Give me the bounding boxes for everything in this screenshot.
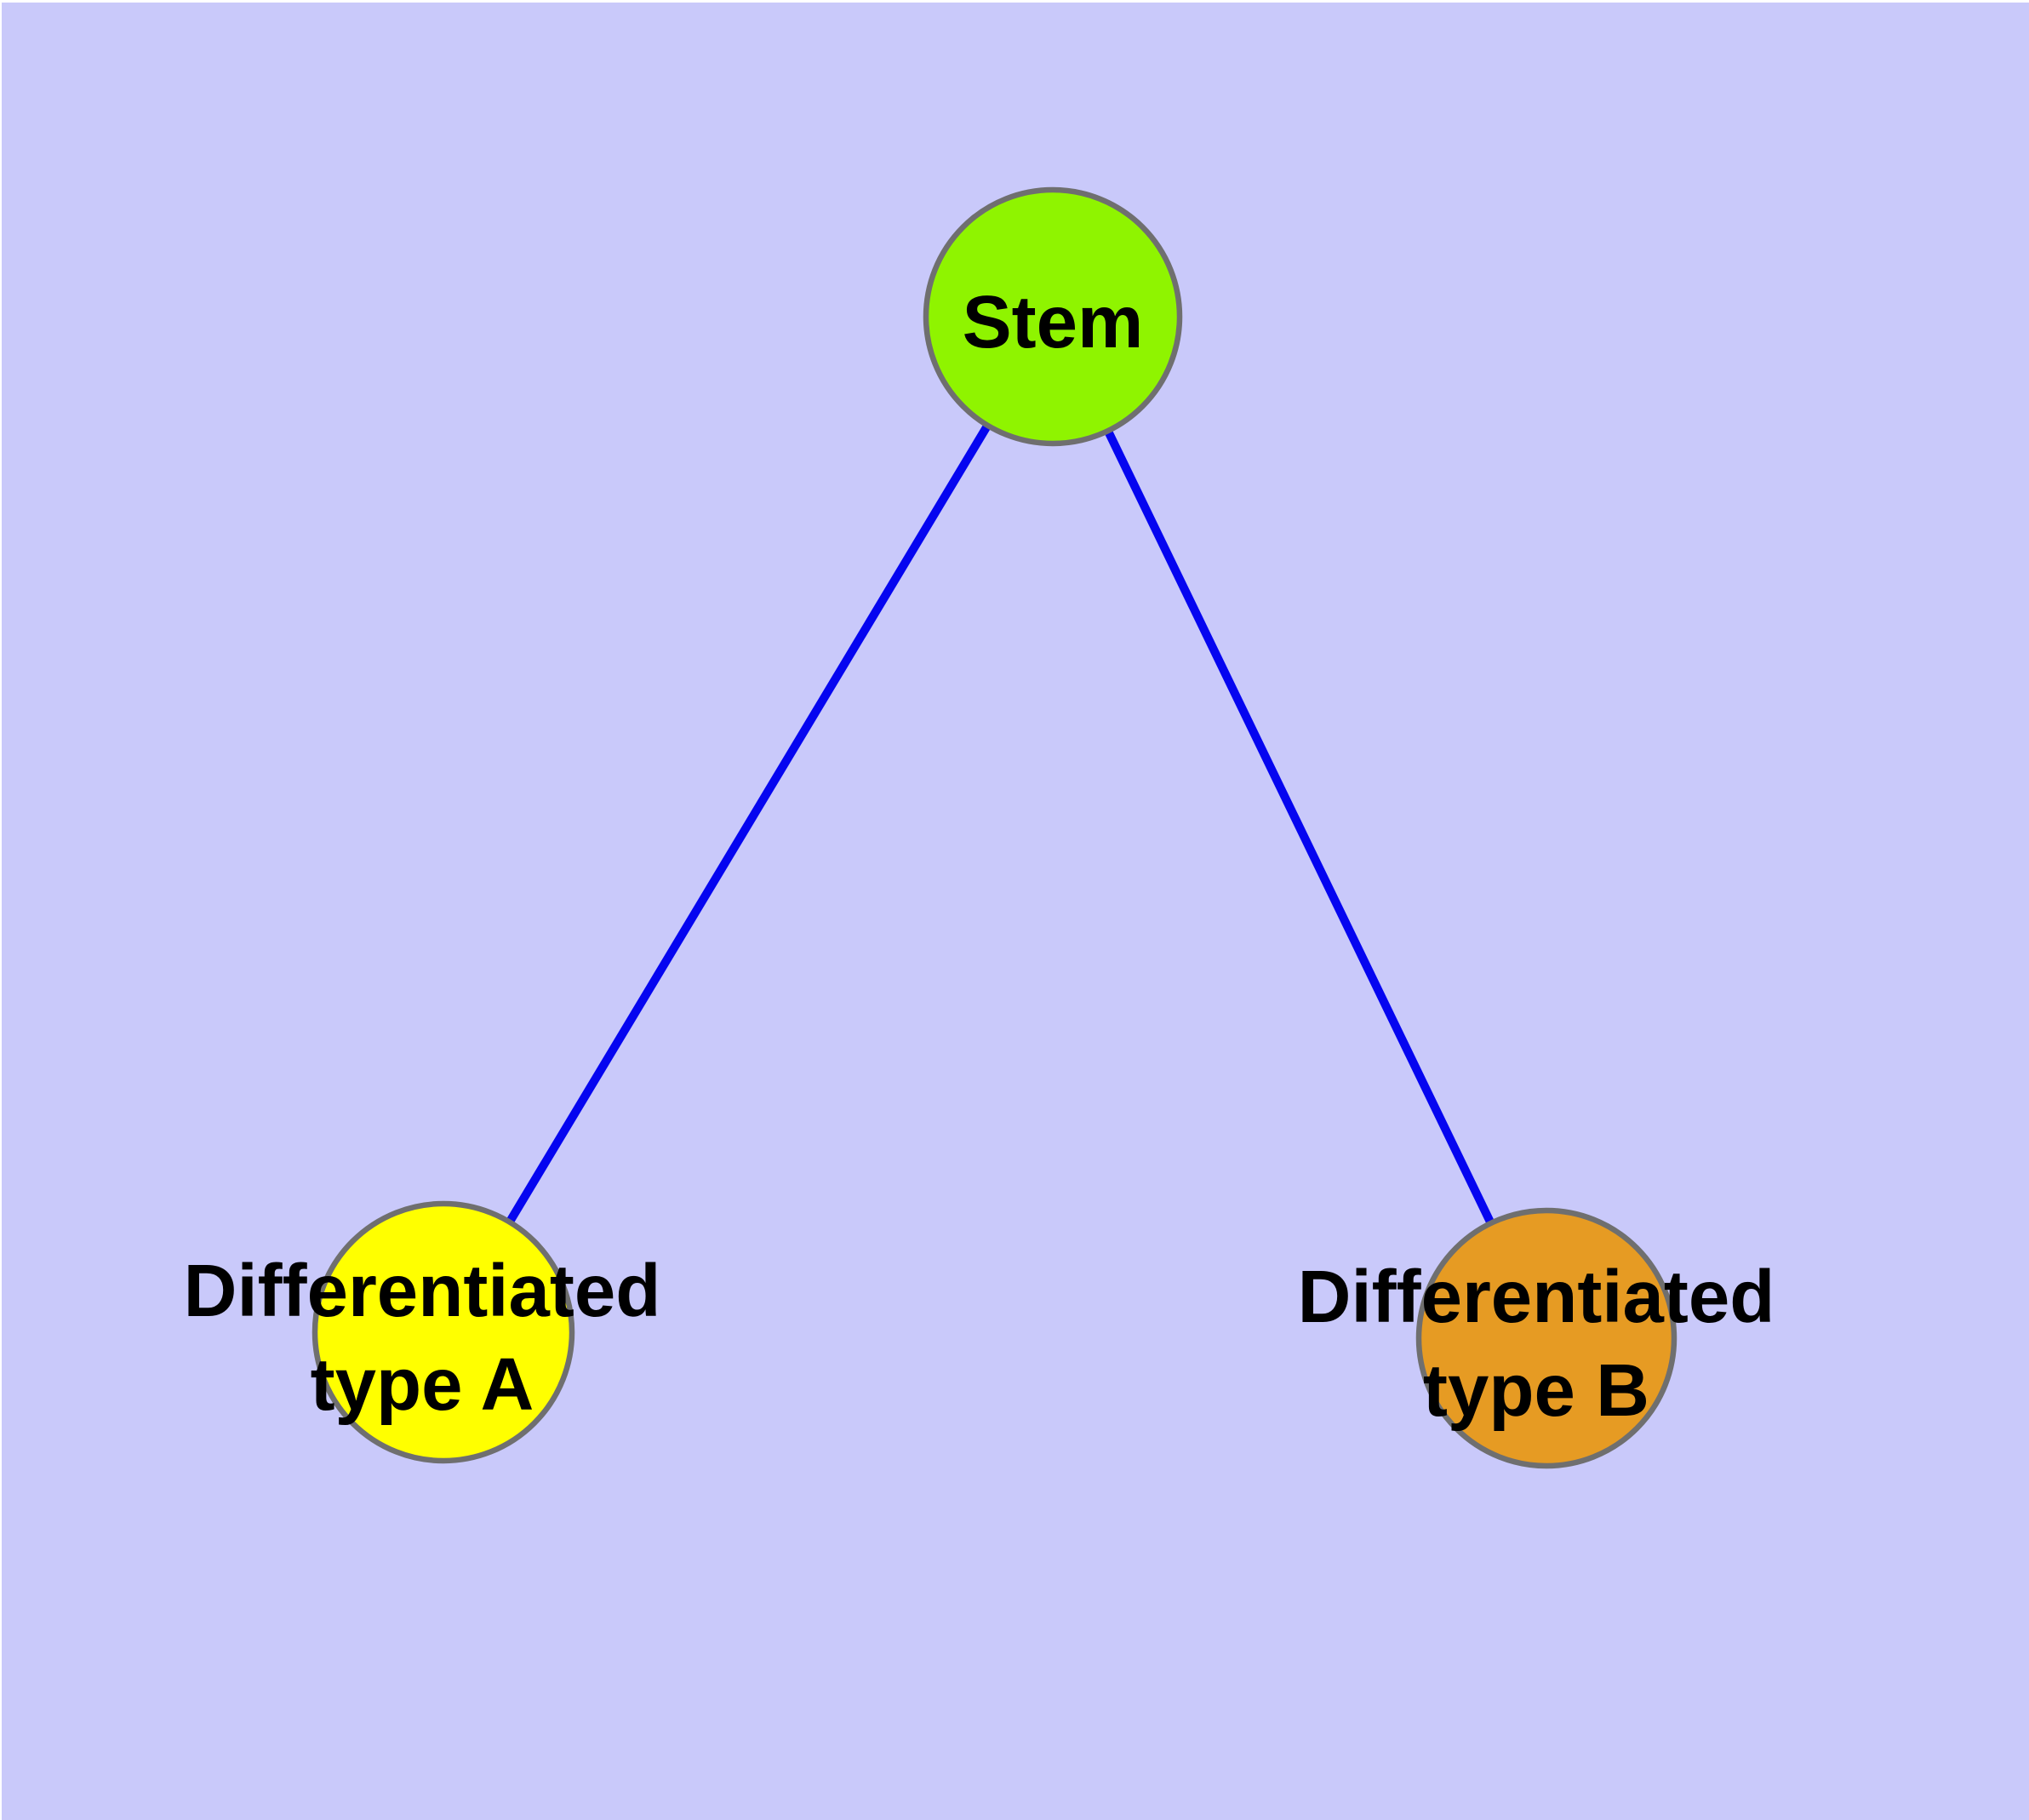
node-stem-circle bbox=[923, 186, 1183, 447]
edge-stem-to-type-a bbox=[439, 314, 1057, 1335]
node-stem: Stem bbox=[923, 186, 1183, 447]
node-type-a-label-line-1: Differentiated bbox=[184, 1250, 661, 1332]
node-type-a-circle bbox=[311, 1200, 575, 1464]
node-type-b-label-line-1: Differentiated bbox=[1298, 1256, 1775, 1338]
node-differentiated-type-a: Differentiated type A bbox=[184, 1200, 661, 1464]
node-differentiated-type-b: Differentiated type B bbox=[1298, 1207, 1775, 1469]
edge-group bbox=[439, 314, 1551, 1341]
node-stem-label: Stem bbox=[963, 281, 1144, 363]
node-type-b-circle bbox=[1415, 1207, 1677, 1469]
node-type-a-label-line-2: type A bbox=[311, 1343, 534, 1426]
edge-stem-to-type-b bbox=[1049, 314, 1551, 1341]
node-type-b-label-line-2: type B bbox=[1423, 1349, 1649, 1432]
